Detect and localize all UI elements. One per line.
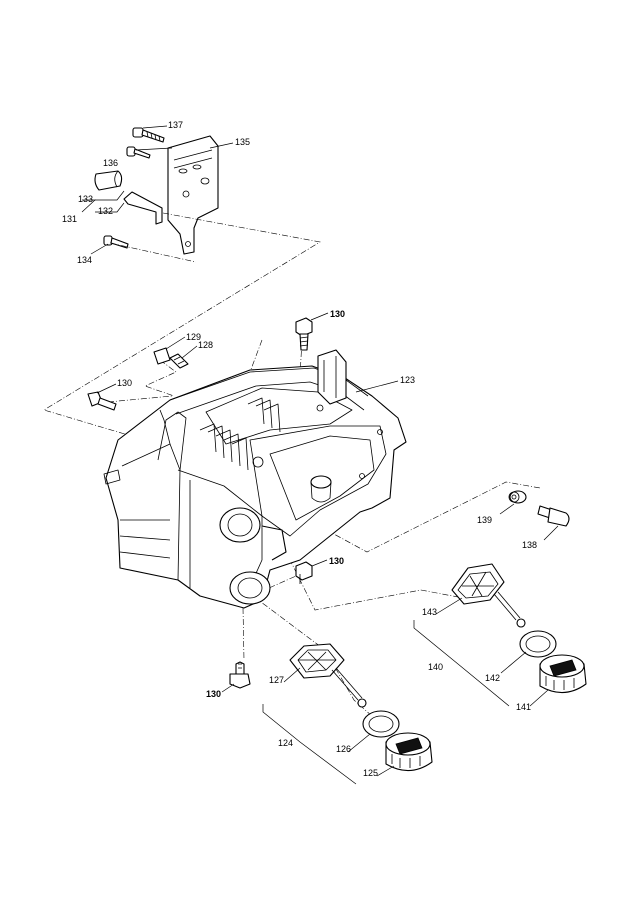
leader-130-left: [96, 383, 117, 394]
leader-128: [181, 345, 198, 359]
leader-127: [283, 667, 301, 683]
cap-141: [539, 654, 587, 694]
label-141: 141: [516, 702, 531, 712]
label-127: 127: [269, 675, 284, 685]
label-137: 137: [168, 120, 183, 130]
label-130-bottom: 130: [206, 689, 221, 699]
leader-123: [355, 380, 399, 393]
bushing-139: [508, 490, 527, 504]
filter-143: [451, 563, 526, 628]
gasket-142: [519, 630, 557, 658]
leader-130-bottom: [221, 683, 235, 693]
bolt-130-bottom: [229, 661, 251, 689]
gasket-126: [362, 710, 400, 738]
leader-lines-top: [81, 125, 234, 255]
label-138: 138: [522, 540, 537, 550]
leader-139: [499, 503, 515, 515]
leader-130-mid: [311, 559, 328, 567]
label-124: 124: [278, 738, 293, 748]
label-143: 143: [422, 607, 437, 617]
leader-group-124: [262, 704, 357, 785]
bolt-130-mid: [295, 561, 313, 584]
pin-138: [537, 505, 570, 527]
bolt-130-left: [87, 391, 117, 411]
leader-141: [529, 689, 549, 707]
label-135: 135: [235, 137, 250, 147]
leader-130-top: [310, 312, 329, 321]
label-126: 126: [336, 744, 351, 754]
leader-125: [376, 765, 395, 777]
chain-guide-plate-assembly: [94, 127, 219, 255]
label-134: 134: [77, 255, 92, 265]
screw-128: [169, 353, 189, 369]
label-130-left: 130: [117, 378, 132, 388]
filter-127: [289, 643, 367, 708]
cap-125: [385, 732, 433, 772]
label-131: 131: [62, 214, 77, 224]
bracket-132: [123, 191, 163, 225]
plate-135: [167, 135, 219, 255]
label-129: 129: [186, 332, 201, 342]
screw-136: [126, 146, 151, 159]
label-130-mid: 130: [329, 556, 344, 566]
leader-129: [165, 336, 186, 350]
leader-138: [543, 525, 559, 541]
label-128: 128: [198, 340, 213, 350]
label-123: 123: [400, 375, 415, 385]
callout-labels: 137 135 136 133 132 131 134 130 129 128 …: [62, 120, 537, 778]
bolt-130-top: [295, 317, 313, 351]
housing-123: [103, 349, 407, 609]
cap-129: [153, 347, 171, 365]
label-132: 132: [98, 206, 113, 216]
label-136: 136: [103, 158, 118, 168]
bolt-137: [132, 127, 165, 143]
label-125: 125: [363, 768, 378, 778]
sleeve-133: [94, 170, 123, 191]
leader-143: [435, 597, 463, 615]
label-133: 133: [78, 194, 93, 204]
label-140: 140: [428, 662, 443, 672]
label-142: 142: [485, 673, 500, 683]
leader-126: [347, 733, 371, 753]
leader-142: [500, 651, 527, 674]
screw-134: [103, 235, 129, 249]
label-130-top: 130: [330, 309, 345, 319]
label-139: 139: [477, 515, 492, 525]
leader-group-140: [413, 620, 510, 707]
